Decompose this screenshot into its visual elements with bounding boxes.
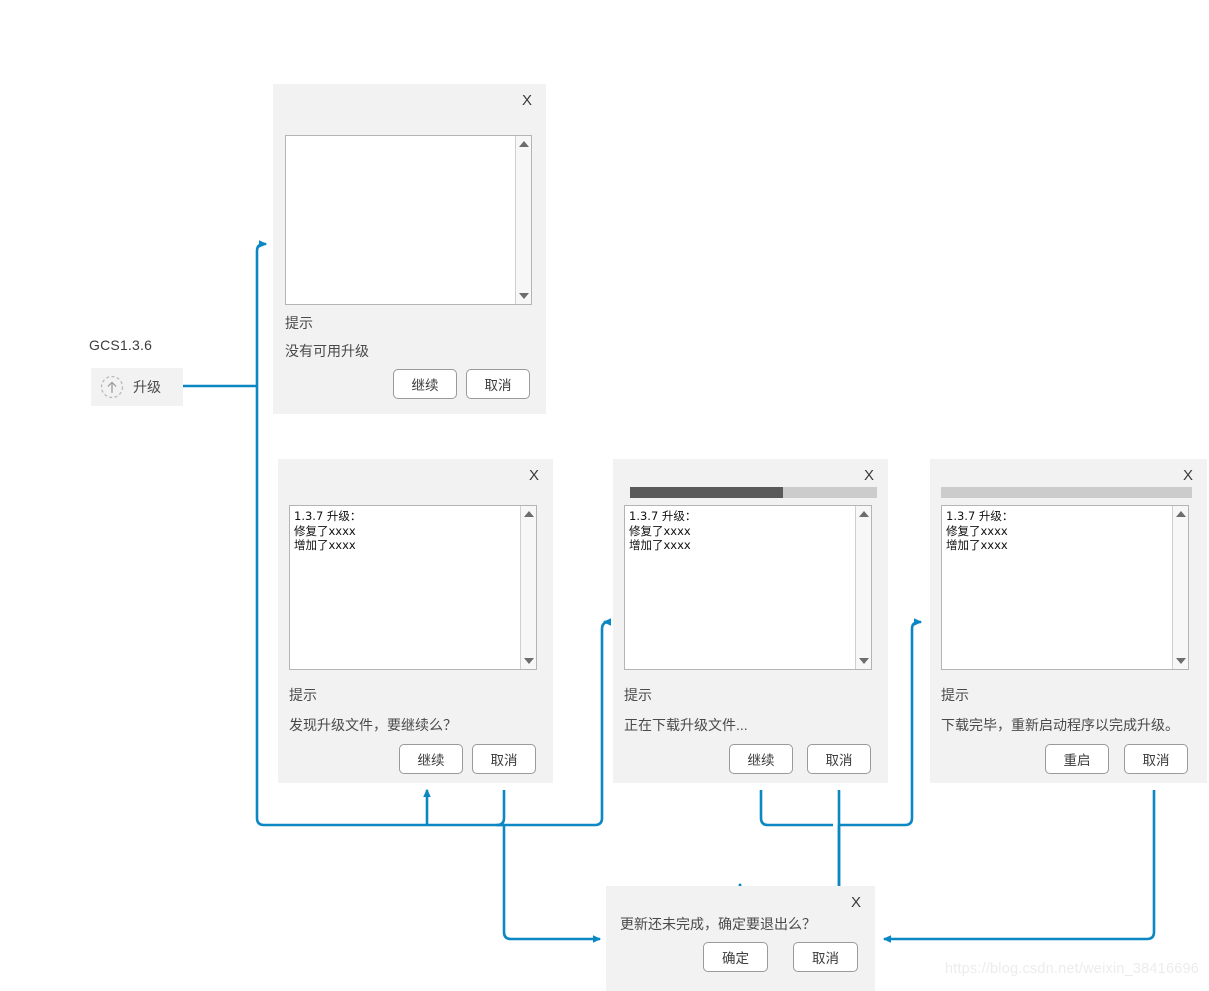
- tip-label: 提示: [285, 315, 313, 331]
- vertical-scrollbar[interactable]: [855, 506, 871, 669]
- release-notes-box[interactable]: 1.3.7 升级： 修复了xxxx 增加了xxxx: [624, 505, 872, 670]
- upgrade-entry-label: 升级: [133, 379, 161, 395]
- dialog-message: 正在下载升级文件...: [624, 717, 748, 733]
- download-complete-dialog: X 1.3.7 升级： 修复了xxxx 增加了xxxx 提示 下载完毕，重新启动…: [930, 459, 1207, 783]
- release-notes-text: [286, 136, 515, 304]
- close-icon[interactable]: X: [863, 467, 874, 484]
- release-notes-box[interactable]: 1.3.7 升级： 修复了xxxx 增加了xxxx: [941, 505, 1189, 670]
- connector-complete-cancel-to-exit: [882, 790, 1156, 943]
- continue-button[interactable]: 继续: [393, 369, 457, 399]
- cancel-button[interactable]: 取消: [807, 744, 871, 774]
- release-notes-box[interactable]: 1.3.7 升级： 修复了xxxx 增加了xxxx: [289, 505, 537, 670]
- restart-button[interactable]: 重启: [1045, 744, 1109, 774]
- downloading-dialog: X 1.3.7 升级： 修复了xxxx 增加了xxxx 提示 正在下载升级文件.…: [613, 459, 888, 783]
- upgrade-entry-button[interactable]: 升级: [91, 368, 183, 406]
- vertical-scrollbar[interactable]: [1172, 506, 1188, 669]
- close-icon[interactable]: X: [850, 894, 861, 911]
- scroll-up-arrow-icon[interactable]: [1175, 511, 1186, 517]
- dialog-message: 发现升级文件，要继续么？: [289, 717, 457, 733]
- connector-downloading-continue: [759, 790, 833, 827]
- upgrade-arrow-circle-icon: [100, 375, 124, 399]
- download-progress-fill: [630, 487, 784, 498]
- cancel-button[interactable]: 取消: [466, 369, 530, 399]
- release-notes-text: 1.3.7 升级： 修复了xxxx 增加了xxxx: [629, 509, 697, 552]
- version-label: GCS1.3.6: [89, 337, 153, 353]
- scroll-down-arrow-icon[interactable]: [1175, 658, 1186, 664]
- dialog-message: 更新还未完成，确定要退出么？: [620, 916, 816, 932]
- release-notes-box[interactable]: [285, 135, 532, 305]
- release-notes-text: 1.3.7 升级： 修复了xxxx 增加了xxxx: [946, 509, 1014, 552]
- watermark-text: https://blog.csdn.net/weixin_38416696: [944, 961, 1199, 977]
- scroll-up-arrow-icon[interactable]: [518, 141, 529, 147]
- release-notes-text: 1.3.7 升级： 修复了xxxx 增加了xxxx: [294, 509, 362, 552]
- download-progress-bar: [941, 487, 1192, 498]
- dialog-message: 下载完毕，重新启动程序以完成升级。: [941, 717, 1179, 733]
- scroll-up-arrow-icon[interactable]: [858, 511, 869, 517]
- close-icon[interactable]: X: [1182, 467, 1193, 484]
- confirm-button[interactable]: 确定: [703, 942, 768, 972]
- tip-label: 提示: [624, 687, 652, 703]
- vertical-scrollbar[interactable]: [515, 136, 531, 304]
- no-upgrade-dialog: X 提示 没有可用升级 继续 取消: [273, 84, 546, 414]
- upgrade-found-dialog: X 1.3.7 升级： 修复了xxxx 增加了xxxx 提示 发现升级文件，要继…: [278, 459, 553, 783]
- scroll-down-arrow-icon[interactable]: [858, 658, 869, 664]
- cancel-button[interactable]: 取消: [1124, 744, 1188, 774]
- close-icon[interactable]: X: [528, 467, 539, 484]
- download-progress-bar: [630, 487, 877, 498]
- scroll-down-arrow-icon[interactable]: [518, 293, 529, 299]
- close-icon[interactable]: X: [521, 92, 532, 109]
- scroll-up-arrow-icon[interactable]: [523, 511, 534, 517]
- dialog-message: 没有可用升级: [285, 343, 369, 359]
- vertical-scrollbar[interactable]: [520, 506, 536, 669]
- scroll-down-arrow-icon[interactable]: [523, 658, 534, 664]
- tip-label: 提示: [289, 687, 317, 703]
- tip-label: 提示: [941, 687, 969, 703]
- connector-to-no-upgrade: [255, 240, 268, 386]
- cancel-button[interactable]: 取消: [472, 744, 536, 774]
- connector-found-cancel-to-exit: [495, 790, 602, 943]
- exit-confirm-dialog: X 更新还未完成，确定要退出么？ 确定 取消: [606, 886, 875, 991]
- cancel-button[interactable]: 取消: [793, 942, 858, 972]
- continue-button[interactable]: 继续: [729, 744, 793, 774]
- continue-button[interactable]: 继续: [399, 744, 463, 774]
